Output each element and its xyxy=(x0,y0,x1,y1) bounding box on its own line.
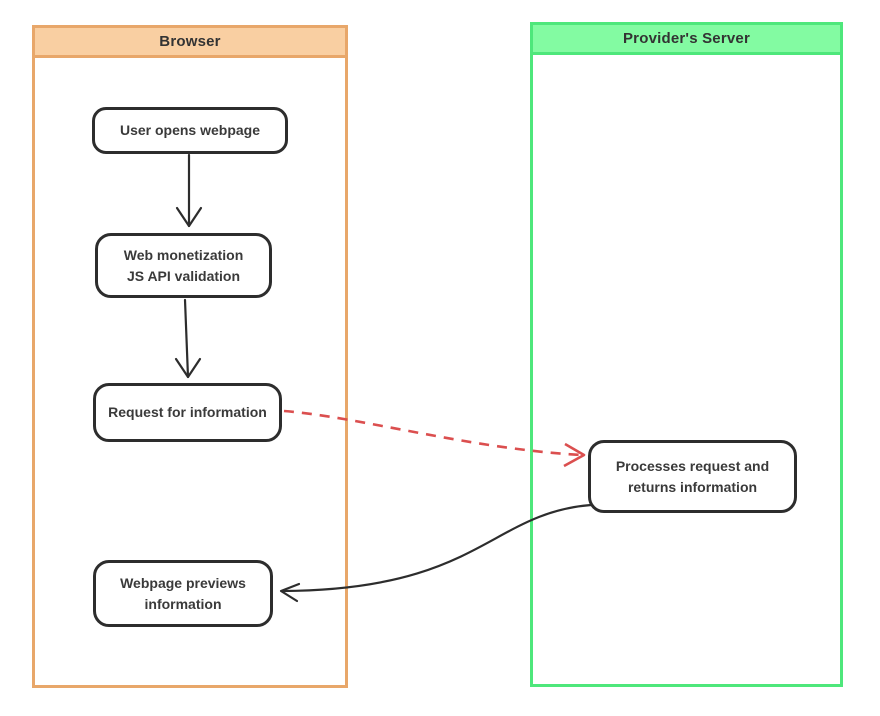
node-label: Webpage previews xyxy=(120,574,246,591)
node-label: JS API validation xyxy=(126,267,241,284)
container-browser-title: Browser xyxy=(159,33,221,50)
container-browser[interactable]: Browser xyxy=(32,25,348,688)
container-server-header: Provider's Server xyxy=(530,22,843,55)
container-browser-header: Browser xyxy=(32,25,348,58)
node-web-monetization-validation[interactable]: Web monetization JS API validation xyxy=(95,233,272,298)
node-processes-request[interactable]: Processes request and returns informatio… xyxy=(588,440,797,513)
node-user-opens-webpage[interactable]: User opens webpage xyxy=(92,107,288,154)
container-server-title: Provider's Server xyxy=(622,30,751,47)
node-label: information xyxy=(144,595,222,612)
node-request-for-information[interactable]: Request for information xyxy=(93,383,282,442)
node-label: User opens webpage xyxy=(119,122,261,138)
node-webpage-previews-information[interactable]: Webpage previews information xyxy=(93,560,273,627)
node-label: Processes request and xyxy=(615,457,770,474)
container-server[interactable]: Provider's Server xyxy=(530,22,843,687)
node-label: Web monetization xyxy=(123,246,244,263)
node-label: Request for information xyxy=(108,404,267,420)
node-label: returns information xyxy=(627,478,758,495)
